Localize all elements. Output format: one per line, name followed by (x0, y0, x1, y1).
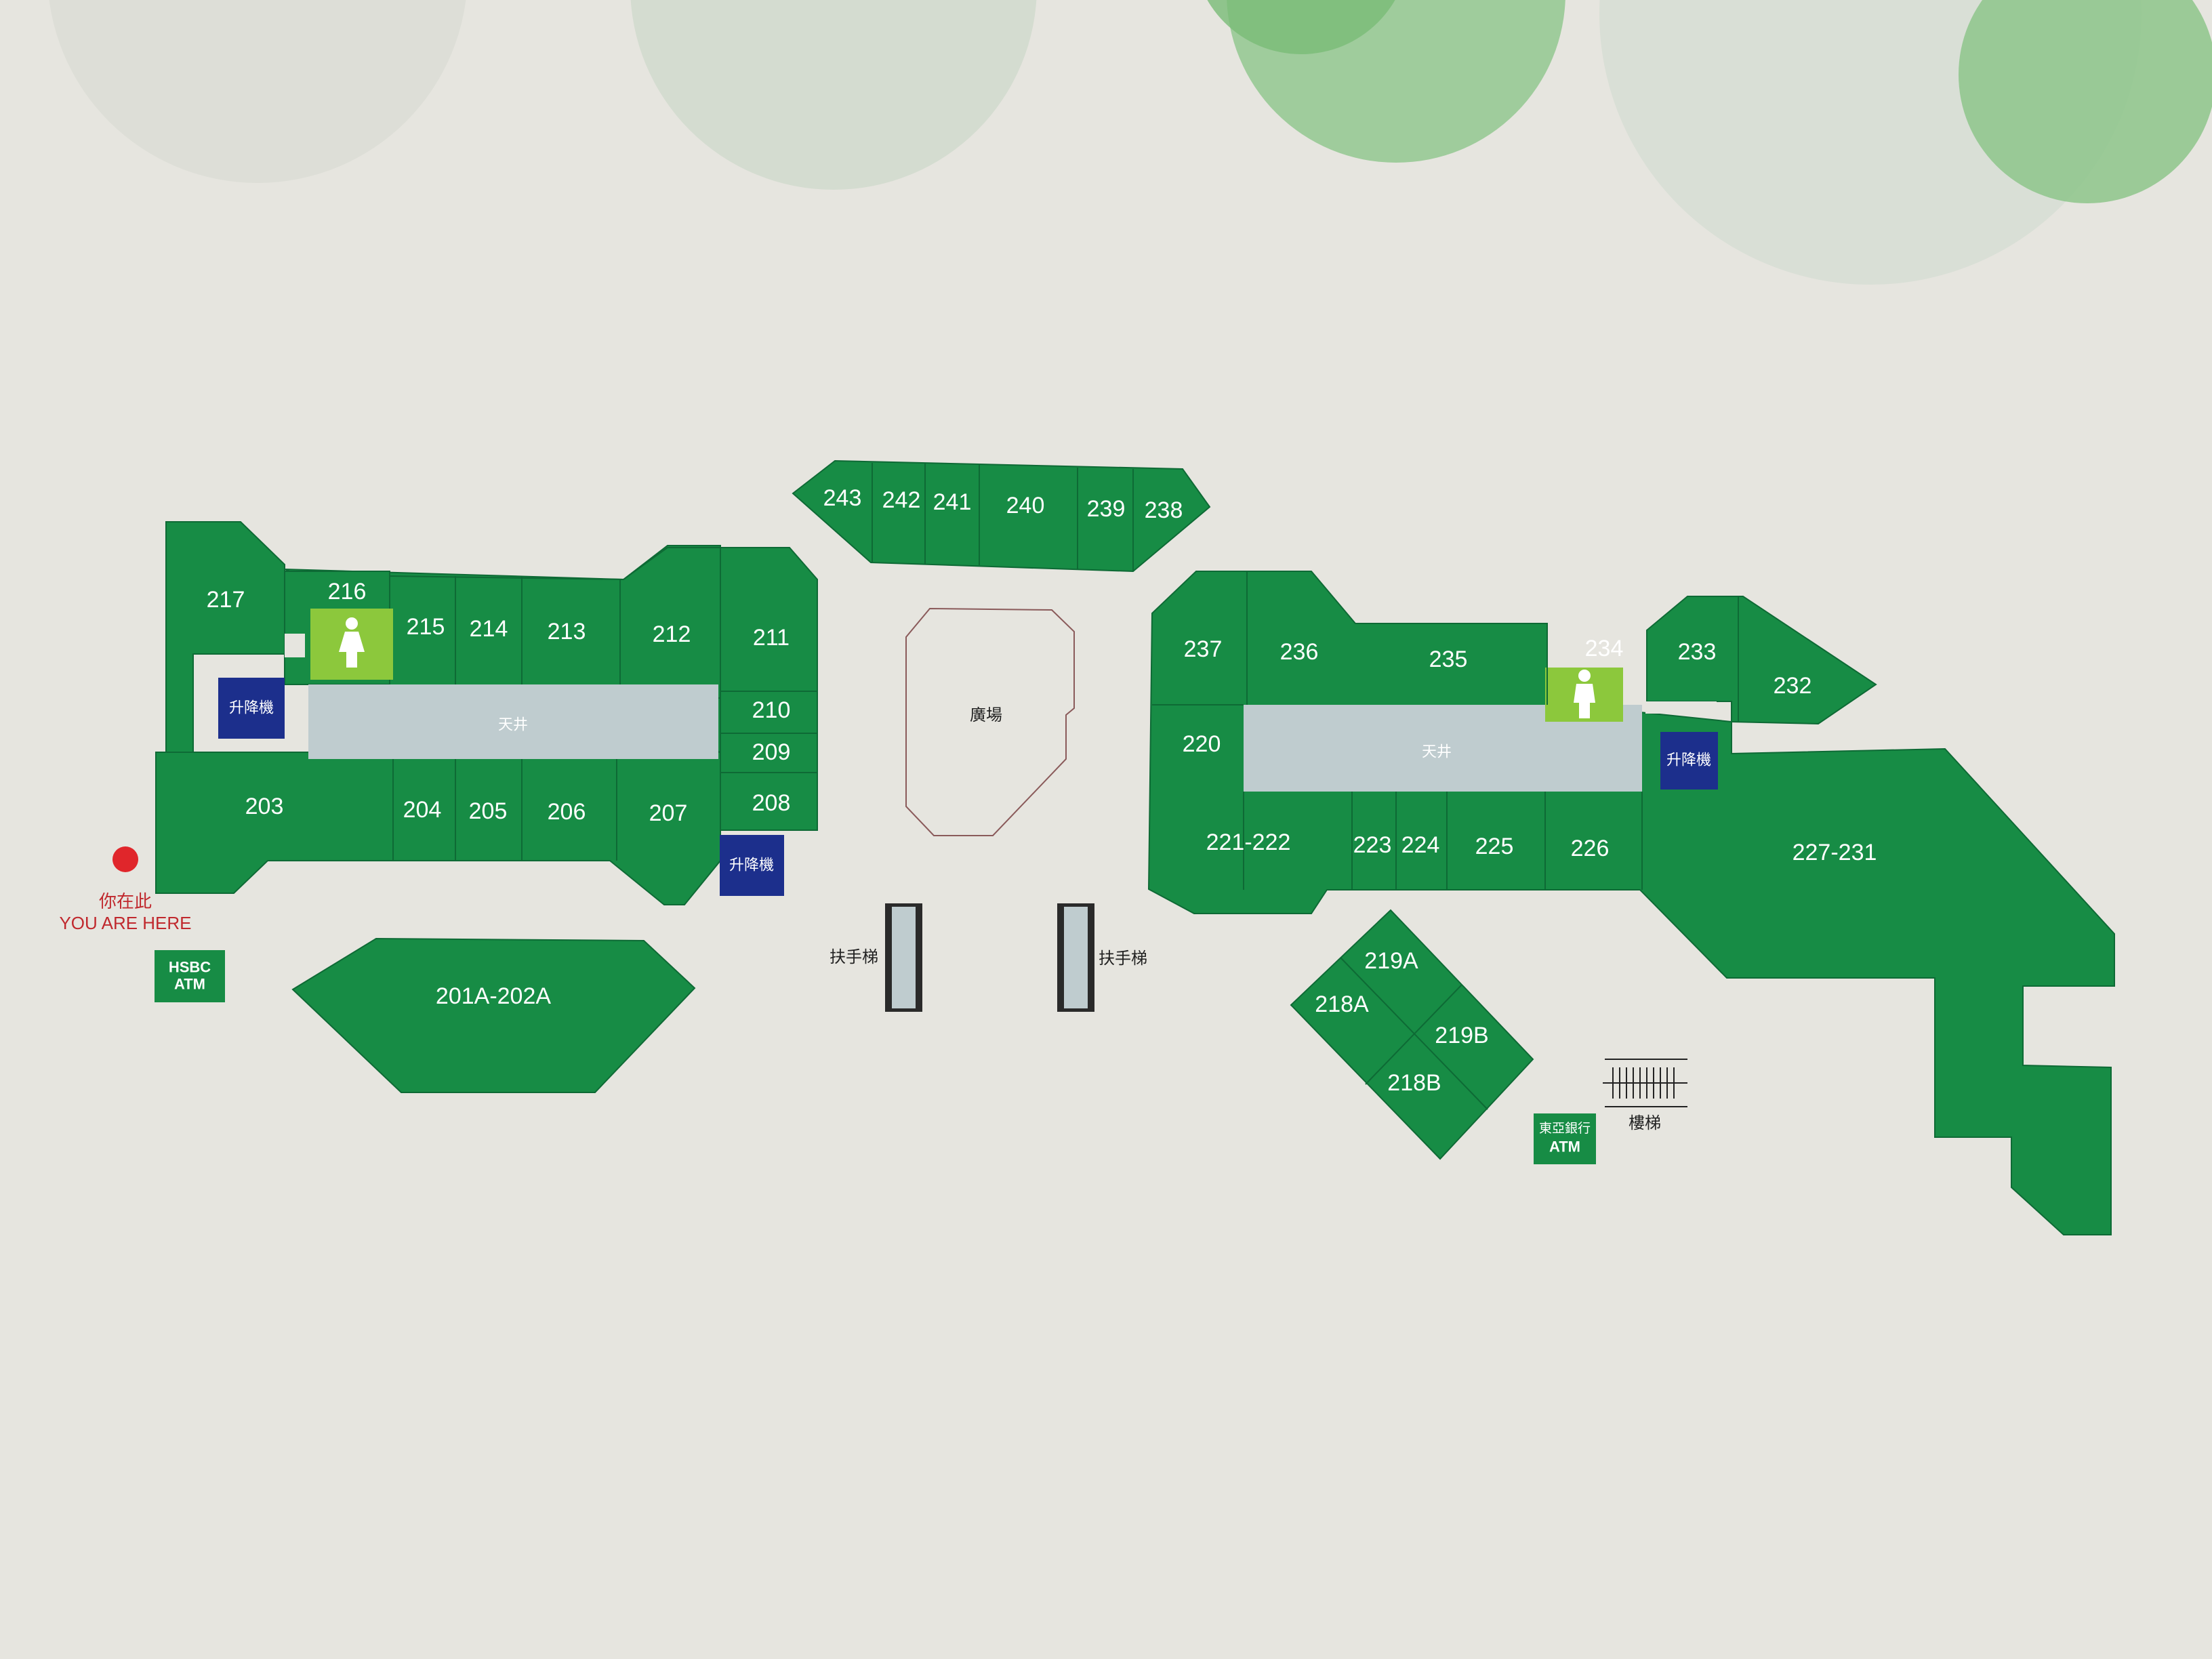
unit-238: 238 (1145, 497, 1183, 523)
bea-atm[interactable] (1534, 1113, 1596, 1164)
unit-221-222: 221-222 (1206, 830, 1291, 855)
escalator-west-label: 扶手梯 (830, 947, 878, 966)
plaza-label: 廣場 (970, 705, 1002, 724)
male-restroom-icon (1574, 670, 1595, 718)
unit-242: 242 (882, 487, 921, 513)
stairs-icon (1603, 1059, 1687, 1107)
lift-east[interactable] (1660, 732, 1718, 790)
unit-215: 215 (407, 614, 445, 640)
unit-208-210-shape[interactable] (720, 691, 818, 831)
bea-atm-line2: ATM (1549, 1139, 1580, 1155)
atrium-west-label: 天井 (498, 717, 528, 734)
stairs-label: 樓梯 (1629, 1113, 1661, 1132)
you-are-here-marker (112, 846, 138, 872)
unit-236: 236 (1280, 639, 1319, 665)
unit-203: 203 (245, 794, 284, 819)
diamond-dividers (1340, 957, 1488, 1110)
unit-220: 220 (1183, 731, 1221, 757)
north-strip: 243 242 241 240 239 238 (792, 459, 1211, 573)
unit-205: 205 (469, 798, 508, 824)
unit-204: 204 (403, 797, 442, 823)
unit-227-231: 227-231 (1793, 840, 1877, 865)
unit-209: 209 (752, 739, 791, 765)
east-block: 天井 升降機 237 236 235 234 233 232 220 (1147, 571, 2115, 1235)
decorative-background-circles (49, 0, 2212, 285)
unit-239: 239 (1087, 496, 1126, 522)
unit-218A: 218A (1315, 991, 1369, 1017)
hsbc-atm[interactable] (155, 950, 225, 1002)
lift-west[interactable] (218, 678, 285, 739)
unit-214: 214 (470, 616, 508, 642)
lift-208-label: 升降機 (729, 857, 774, 874)
plaza-outline (905, 607, 1075, 836)
west-dividers (392, 576, 817, 861)
west-lower-row-shape[interactable] (155, 752, 721, 905)
unit-224: 224 (1401, 832, 1440, 858)
unit-213: 213 (548, 619, 586, 644)
unit-223: 223 (1353, 832, 1392, 858)
unit-240: 240 (1006, 493, 1045, 518)
unit-217: 217 (207, 587, 245, 613)
unit-211: 211 (753, 625, 790, 651)
unit-201A-202A-shape[interactable] (291, 937, 696, 1093)
east-dividers (1152, 571, 1739, 890)
unit-212: 212 (653, 621, 691, 647)
unit-241: 241 (933, 489, 972, 515)
north-dividers (872, 463, 1134, 571)
unit-201A-202A: 201A-202A (436, 983, 551, 1009)
atrium-west (308, 684, 718, 759)
west-block: 天井 升降機 升降機 217 216 215 214 213 212 211 2… (155, 521, 818, 905)
unit-218-219-shape[interactable] (1290, 909, 1534, 1160)
lift-208[interactable] (720, 835, 784, 896)
hsbc-atm-line2: ATM (174, 976, 205, 993)
bea-atm-line1: 東亞銀行 (1539, 1121, 1591, 1136)
unit-234: 234 (1585, 636, 1624, 661)
atrium-east-label: 天井 (1422, 744, 1452, 761)
unit-206: 206 (548, 799, 586, 825)
unit-216: 216 (328, 579, 367, 605)
you-are-here-en: YOU ARE HERE (59, 913, 191, 933)
units-218-219: 219A 218A 219B 218B (1290, 909, 1534, 1160)
lift-west-label: 升降機 (229, 700, 274, 717)
unit-210: 210 (752, 697, 791, 723)
lift-east-label: 升降機 (1666, 752, 1711, 769)
unit-207: 207 (649, 800, 688, 826)
unit-208: 208 (752, 790, 791, 816)
unit-233: 233 (1678, 639, 1717, 665)
east-main-shape[interactable] (1147, 571, 2115, 1235)
hsbc-atm-line1: HSBC (169, 959, 211, 976)
unit-225: 225 (1475, 834, 1514, 859)
unit-235: 235 (1429, 647, 1468, 672)
escalator-east-label: 扶手梯 (1099, 949, 1147, 968)
unit-218B: 218B (1387, 1070, 1441, 1096)
unit-219B: 219B (1435, 1023, 1488, 1048)
unit-232: 232 (1774, 673, 1812, 699)
female-restroom-icon (339, 617, 365, 668)
north-strip-shape[interactable] (792, 459, 1211, 573)
unit-243: 243 (823, 485, 862, 511)
unit-237: 237 (1184, 636, 1223, 662)
unit-226: 226 (1571, 836, 1610, 861)
unit-219A: 219A (1364, 948, 1418, 974)
corridor-strip (1645, 701, 1717, 714)
you-are-here-zh: 你在此 (99, 891, 152, 912)
escalator-east[interactable] (1057, 903, 1094, 1012)
notch (285, 634, 305, 657)
escalator-west[interactable] (885, 903, 922, 1012)
